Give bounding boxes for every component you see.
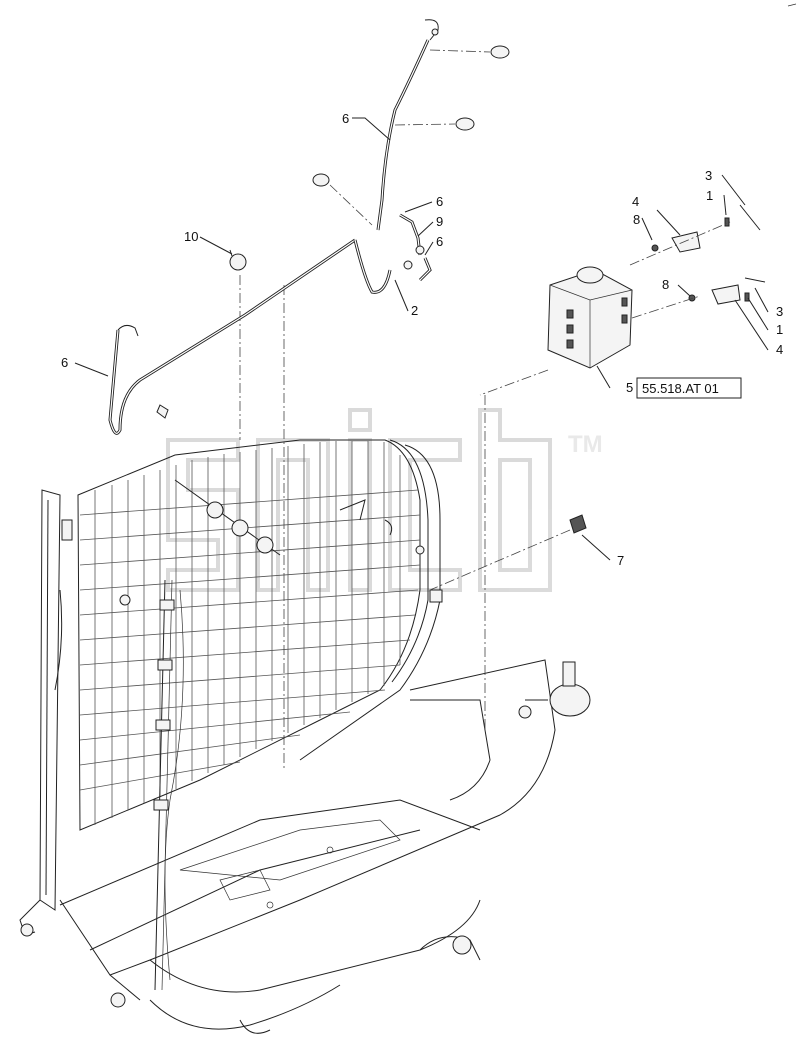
cab-frame — [19, 275, 591, 1034]
callout-4-lower: 4 — [776, 342, 783, 357]
callout-2: 2 — [411, 303, 418, 318]
clamp-part-10 — [229, 249, 247, 271]
washer-hose-short — [399, 213, 432, 282]
window-grid — [79, 441, 421, 825]
callout-3-lower: 3 — [776, 304, 783, 319]
hose-clamps — [312, 45, 510, 226]
callout-10: 10 — [184, 229, 198, 244]
bracket-upper — [629, 204, 761, 266]
callout-5: 5 — [626, 380, 633, 395]
callout-6-long-hose: 6 — [61, 355, 68, 370]
callout-6-fitting: 6 — [436, 234, 443, 249]
callout-labels: 6 6 9 6 10 2 6 3 1 4 8 8 3 1 4 5 7 — [61, 111, 783, 568]
callout-7: 7 — [617, 553, 624, 568]
bracket-lower — [631, 277, 766, 319]
callout-3-upper: 3 — [705, 168, 712, 183]
reference-box[interactable]: 55.518.AT 01 — [636, 377, 742, 399]
corner-mark — [787, 3, 797, 7]
reference-box-text[interactable]: 55.518.AT 01 — [642, 381, 719, 396]
callout-9: 9 — [436, 214, 443, 229]
callout-8-upper: 8 — [633, 212, 640, 227]
callout-1-lower: 1 — [776, 322, 783, 337]
callout-6-short-hose: 6 — [436, 194, 443, 209]
washer-reservoir — [479, 266, 633, 396]
watermark-logo: TM — [166, 408, 603, 592]
callout-1-upper: 1 — [706, 188, 713, 203]
callout-8-lower: 8 — [662, 277, 669, 292]
callout-6-upper-hose: 6 — [342, 111, 349, 126]
callout-4-upper: 4 — [632, 194, 639, 209]
washer-hose-upper — [376, 19, 439, 231]
washer-hose-long — [108, 238, 392, 435]
watermark-tm: TM — [568, 431, 603, 458]
leader-lines — [74, 117, 769, 561]
connector-part-7 — [569, 514, 587, 534]
